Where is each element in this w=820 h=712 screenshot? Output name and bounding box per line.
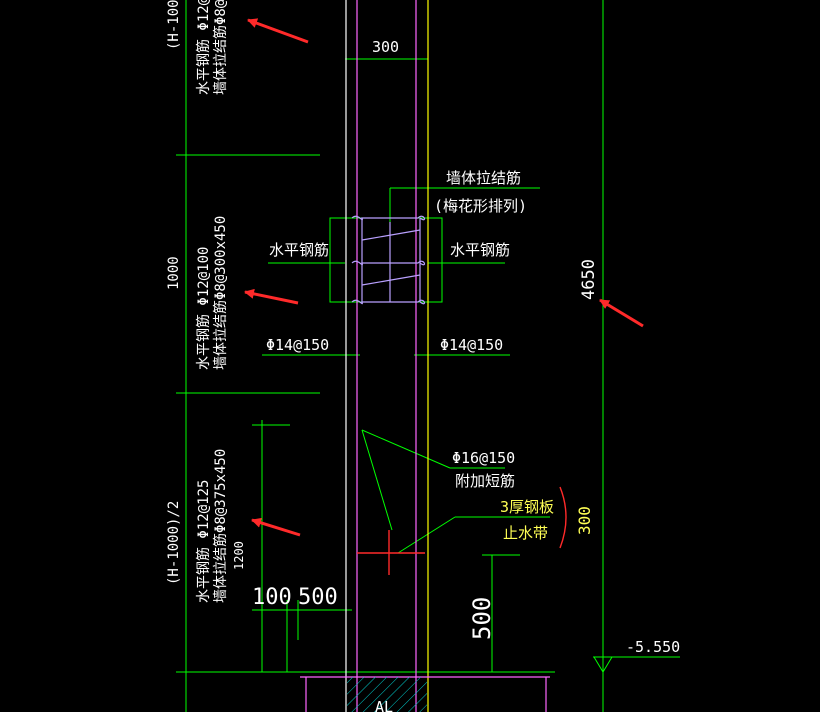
dim-bottom-height: 500 [468,597,496,640]
bottom-partial: AL [375,698,393,712]
dim-total-height: 4650 [579,259,599,300]
label-steel-plate-1: 3厚钢板 [500,498,554,516]
red-arrow-3 [251,517,301,537]
label-vert-left: Φ14@150 [266,336,329,354]
red-arrow-4 [599,298,644,328]
text-labels: 300 墙体拉结筋 (梅花形排列) 水平钢筋 水平钢筋 Φ14@150 Φ14@… [252,38,680,712]
red-arrow-2 [244,288,299,305]
label-steel-plate-2: 止水带 [503,524,548,542]
dim-middle-height: 1000 [166,256,182,290]
dim-lower-b: 500 [298,585,338,610]
zone-mid-tie: 墙体拉结筋Φ8@300x450 [212,216,229,370]
zone-top-tie: 墙体拉结筋Φ8@37 [212,0,229,95]
plate-bracket [559,486,567,549]
wall-lines [300,0,550,712]
concrete-hatch [347,677,427,712]
zone-top-horizontal: 水平钢筋 Φ12@12 [195,0,212,95]
dim-lower-small: 1200 [232,541,246,570]
zone-bot-tie: 墙体拉结筋Φ8@375x450 [212,449,229,603]
label-tie-rebar-2: (梅花形排列) [434,197,527,215]
label-horizontal-left: 水平钢筋 [269,241,329,259]
dim-lower-height: (H-1000)/2 [166,501,182,585]
zone-mid-horizontal: 水平钢筋 Φ12@100 [195,247,212,370]
dim-plate-height: 300 [575,506,594,535]
dim-lower-a: 100 [252,585,292,610]
label-added-name: 附加短筋 [455,472,515,490]
elevation-value: -5.550 [626,638,680,656]
tie-rebar-box [329,217,443,303]
tie-rebars [351,215,426,305]
red-arrow-1 [247,18,309,44]
label-tie-rebar-1: 墙体拉结筋 [446,169,521,187]
annotation-arrows [244,18,644,537]
elevation-symbol [593,656,613,673]
rotated-labels: (H-1000) 1000 (H-1000)/2 水平钢筋 Φ12@12 墙体拉… [166,0,599,640]
dim-upper-height: (H-1000) [166,0,182,50]
dim-wall-width: 300 [372,38,399,56]
label-vert-right: Φ14@150 [440,336,503,354]
label-added-spec: Φ16@150 [452,449,515,467]
label-horizontal-right: 水平钢筋 [450,241,510,259]
added-rebar-diagonal [361,429,393,531]
zone-bot-horizontal: 水平钢筋 Φ12@125 [195,480,212,603]
steel-plate-marks [357,486,567,575]
